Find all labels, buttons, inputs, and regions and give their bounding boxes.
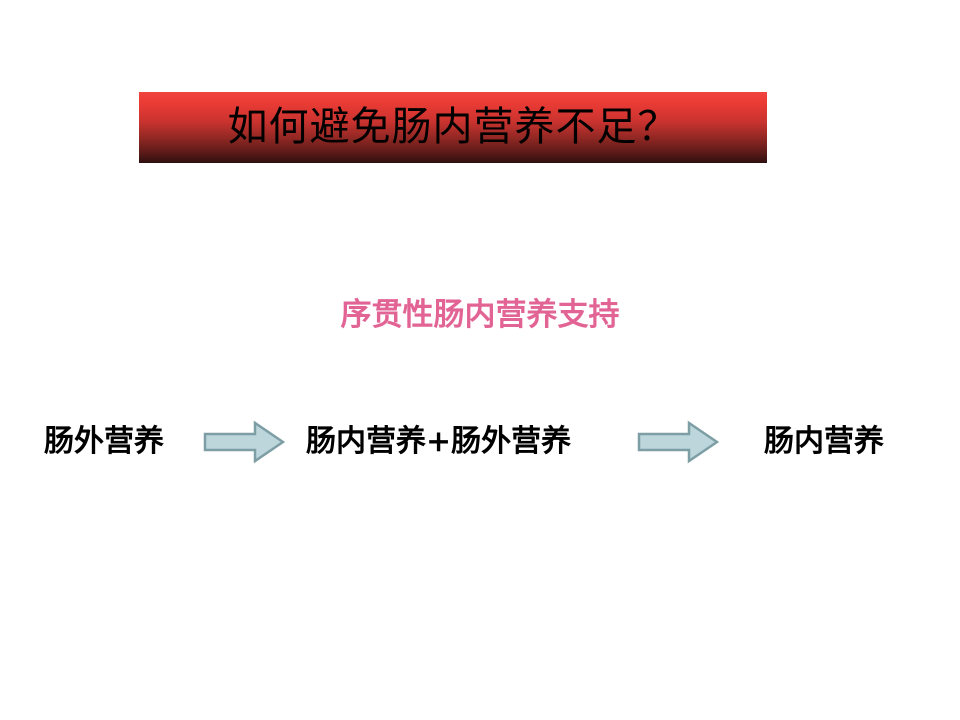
title-banner: 如何避免肠内营养不足？ xyxy=(139,92,767,163)
flow-step-label-3: 肠内营养 xyxy=(764,424,884,459)
flow-arrow-right-1-icon xyxy=(203,420,285,464)
flow-step-label-1: 肠外营养 xyxy=(44,424,164,459)
subtitle-container: 序贯性肠内营养支持 xyxy=(0,300,960,331)
flow-diagram: 肠外营养 肠内营养+肠外营养 肠内营养 xyxy=(0,412,960,472)
flow-step-label-2: 肠内营养+肠外营养 xyxy=(306,424,572,459)
flow-arrow-right-2-icon xyxy=(637,420,719,464)
subtitle-text: 序贯性肠内营养支持 xyxy=(340,297,620,333)
page-title: 如何避免肠内营养不足？ xyxy=(227,103,679,150)
